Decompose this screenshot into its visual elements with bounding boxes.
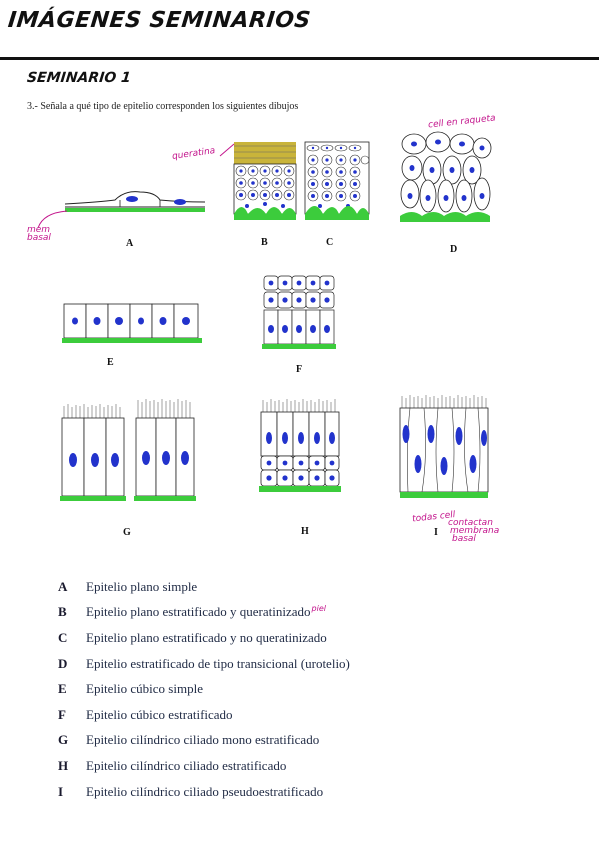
answer-text: Epitelio cúbico simple — [86, 681, 203, 697]
figure-label-f: F — [296, 364, 303, 375]
answer-letter: A — [58, 578, 68, 594]
note-arrow-a — [37, 210, 68, 229]
note-membrana-basal: mem basal — [27, 225, 51, 243]
note-todas-cell: todas cell contactan membrana basal — [411, 510, 500, 544]
figure-i-pseudostratified — [399, 395, 489, 498]
answer-text: Epitelio cilíndrico ciliado pseudoestrat… — [86, 783, 324, 799]
answer-text: Epitelio cilíndrico ciliado estratificad… — [86, 757, 287, 773]
document-title: Imágenes seminarios — [6, 8, 313, 33]
figure-label-e: E — [107, 357, 114, 368]
answer-row: D Epitelio estratificado de tipo transic… — [58, 651, 578, 677]
answer-letter: C — [58, 629, 68, 645]
answer-row: A Epitelio plano simple — [58, 574, 578, 600]
figure-a-simple-squamous — [64, 191, 206, 212]
answer-letter: F — [58, 706, 66, 722]
answer-letter: I — [58, 783, 64, 799]
answer-letter: B — [58, 604, 67, 620]
answer-letter: D — [58, 655, 68, 671]
figure-label-d: D — [450, 244, 458, 255]
answer-text: Epitelio plano simple — [86, 578, 198, 594]
header-divider — [0, 57, 599, 60]
answer-text: Epitelio estratificado de tipo transicio… — [86, 655, 350, 671]
answer-letter: H — [58, 757, 69, 773]
answer-text: Epitelio cilíndrico ciliado mono estrati… — [86, 732, 320, 748]
figure-d-transitional — [400, 131, 492, 222]
answer-row: F Epitelio cúbico estratificado — [58, 702, 578, 728]
figure-label-g: G — [123, 527, 131, 538]
answer-row: H Epitelio cilíndrico ciliado estratific… — [58, 753, 578, 779]
answer-row: B Epitelio plano estratificado y querati… — [58, 600, 578, 626]
answer-text: Epitelio plano estratificado y no querat… — [86, 629, 327, 645]
figure-b-keratinized — [233, 142, 297, 220]
question-text: 3.- Señala a qué tipo de epitelio corres… — [27, 101, 299, 112]
note-queratina: queratina — [171, 146, 216, 162]
page-header: Imágenes seminarios — [0, 0, 599, 62]
figure-h-stratified-ciliated — [259, 399, 341, 492]
section-title: Seminario 1 — [26, 70, 132, 86]
answer-list: A Epitelio plano simple B Epitelio plano… — [58, 574, 578, 804]
answer-row: E Epitelio cúbico simple — [58, 676, 578, 702]
figure-label-a: A — [126, 238, 134, 249]
answer-text: Epitelio plano estratificado y queratini… — [86, 604, 311, 620]
answer-letter: E — [58, 681, 67, 697]
figure-label-c: C — [326, 237, 334, 248]
answer-text: Epitelio cúbico estratificado — [86, 706, 233, 722]
figure-f-stratified-cuboidal — [262, 275, 336, 349]
figure-label-i: I — [434, 527, 438, 538]
answer-annotation: piel — [311, 603, 326, 613]
figure-g-ciliated-columnar — [60, 399, 196, 501]
figure-e-simple-cuboidal — [62, 303, 202, 343]
answer-row: C Epitelio plano estratificado y no quer… — [58, 625, 578, 651]
figure-c-non-keratinized — [304, 141, 370, 220]
answer-row: I Epitelio cilíndrico ciliado pseudoestr… — [58, 779, 578, 805]
figure-label-b: B — [261, 237, 268, 248]
note-arrow-b — [219, 143, 235, 157]
answer-letter: G — [58, 732, 69, 748]
figure-label-h: H — [301, 526, 309, 537]
answer-row: G Epitelio cilíndrico ciliado mono estra… — [58, 728, 578, 754]
